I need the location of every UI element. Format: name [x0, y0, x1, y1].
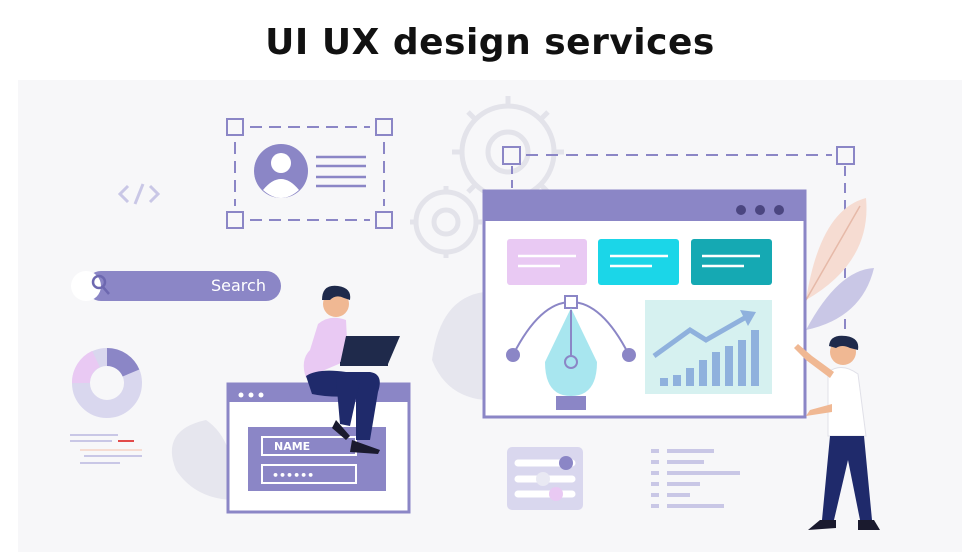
gear-small-icon: [410, 186, 482, 258]
search-icon: [91, 274, 110, 295]
user-avatar-icon: [254, 144, 308, 198]
login-window: NAME ••••••: [226, 382, 411, 514]
password-field-value: ••••••: [272, 469, 314, 482]
toggle-switch-2[interactable]: [514, 472, 576, 486]
list-lines-decoration: [651, 449, 740, 508]
toggle-switch-3[interactable]: [514, 487, 576, 501]
profile-card-wireframe: [226, 118, 393, 229]
person-with-laptop: [303, 285, 400, 454]
donut-chart-icon: [72, 348, 142, 418]
name-field-label: NAME: [274, 440, 310, 453]
toggle-panel: [507, 447, 583, 510]
person-presenting: [794, 335, 880, 530]
teal-card: [691, 239, 772, 285]
main-browser-window: [482, 189, 807, 419]
name-field[interactable]: NAME: [261, 436, 357, 456]
text-lines-decoration: [70, 434, 142, 464]
search-bar[interactable]: Search: [71, 271, 281, 301]
password-field[interactable]: ••••••: [261, 464, 357, 484]
page-title: UI UX design services: [265, 22, 715, 63]
search-label: Search: [211, 276, 266, 295]
leaf-decoration: [171, 198, 874, 500]
toggle-switch-1[interactable]: [514, 456, 576, 470]
code-icon: [117, 183, 161, 205]
growth-chart-icon: [645, 300, 772, 394]
pink-card: [507, 239, 587, 285]
cyan-card: [598, 239, 679, 285]
pen-tool-icon: [506, 295, 636, 410]
